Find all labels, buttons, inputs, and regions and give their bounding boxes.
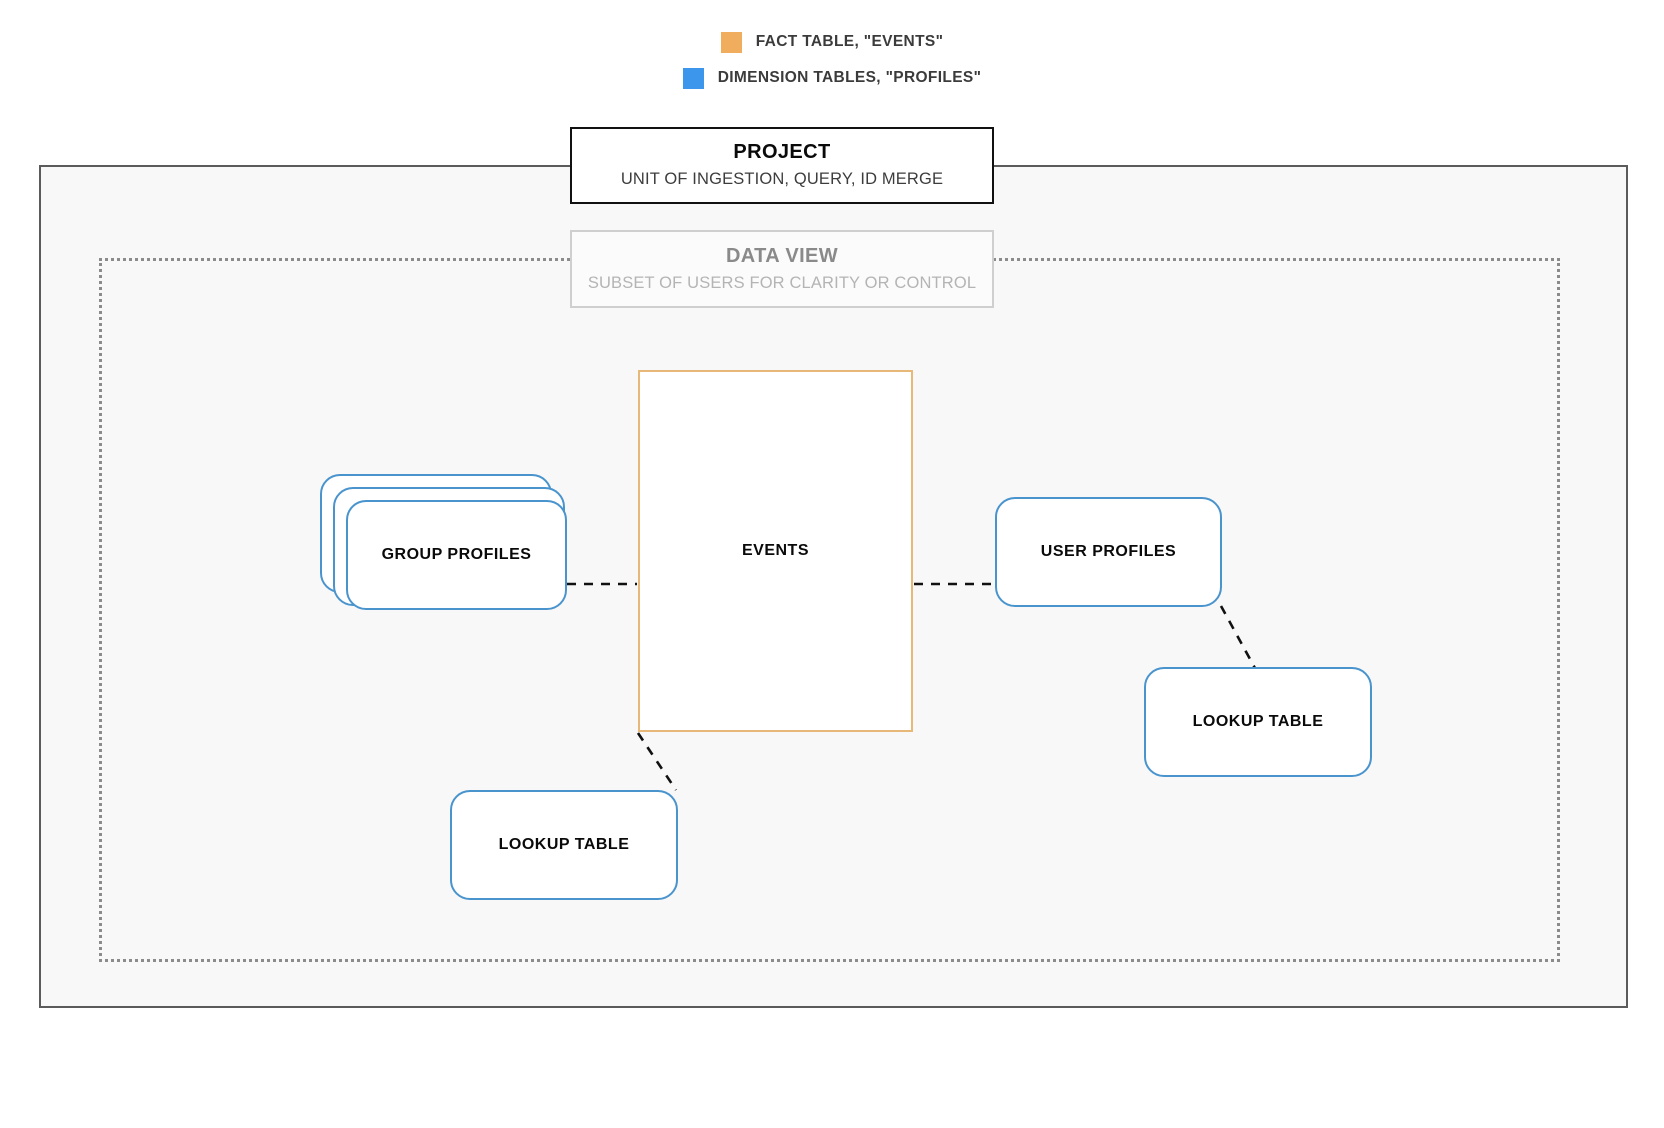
data-view-subtitle: SUBSET OF USERS FOR CLARITY OR CONTROL [587, 273, 977, 292]
lookup-table-left-label: LOOKUP TABLE [498, 836, 630, 853]
lookup-table-right-label: LOOKUP TABLE [1192, 713, 1324, 730]
legend-label-dimension-tables: DIMENSION TABLES, "PROFILES" [717, 69, 982, 86]
project-banner: PROJECT UNIT OF INGESTION, QUERY, ID MER… [570, 127, 994, 204]
dimension-table-group-profiles[interactable]: GROUP PROFILES [346, 500, 567, 610]
legend: FACT TABLE, "EVENTS" DIMENSION TABLES, "… [0, 24, 1664, 96]
fact-table-events-label: EVENTS [741, 542, 809, 559]
legend-item-dimension-tables: DIMENSION TABLES, "PROFILES" [0, 60, 1664, 96]
blue-square-swatch-icon [682, 67, 704, 89]
dimension-table-lookup-right[interactable]: LOOKUP TABLE [1144, 667, 1372, 777]
user-profiles-label: USER PROFILES [1040, 543, 1177, 560]
group-profiles-label: GROUP PROFILES [381, 546, 532, 563]
orange-square-swatch-icon [720, 31, 742, 53]
project-subtitle: UNIT OF INGESTION, QUERY, ID MERGE [620, 170, 944, 189]
legend-label-fact-table: FACT TABLE, "EVENTS" [755, 33, 944, 50]
project-title: PROJECT [733, 141, 831, 164]
fact-table-events[interactable]: EVENTS [638, 370, 913, 732]
dimension-table-user-profiles[interactable]: USER PROFILES [995, 497, 1222, 607]
data-view-banner: DATA VIEW SUBSET OF USERS FOR CLARITY OR… [570, 230, 994, 308]
legend-item-fact-table: FACT TABLE, "EVENTS" [0, 24, 1664, 60]
dimension-table-lookup-left[interactable]: LOOKUP TABLE [450, 790, 678, 900]
data-view-title: DATA VIEW [725, 244, 839, 267]
